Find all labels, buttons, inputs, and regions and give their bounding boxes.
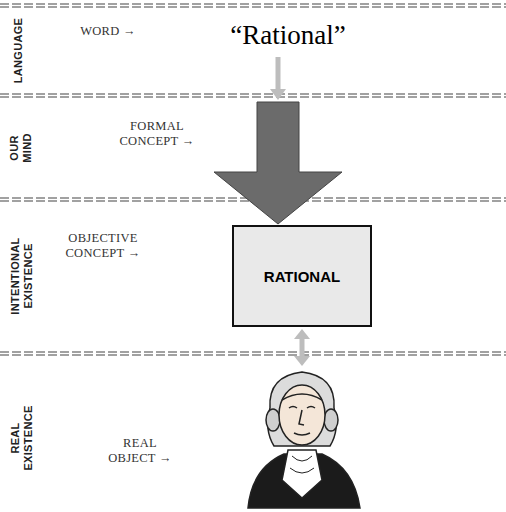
band-label: OUR MIND [8,128,34,168]
band-separators [0,4,506,355]
level-label: OBJECTIVE CONCEPT → [63,231,143,261]
level-label: FORMAL CONCEPT → [119,119,195,149]
band-label: REAL EXISTENCE [9,400,35,476]
concept-arrow [214,102,342,224]
word-text: “Rational” [178,19,398,51]
band-label: LANGUAGE [12,5,25,95]
word-arrow [270,57,286,100]
level-label: WORD → [58,24,158,39]
box-text: RATIONAL [264,268,340,285]
band-label: INTENTIONAL EXISTENCE [9,230,35,322]
level-label: REAL OBJECT → [104,436,176,466]
reference-arrow [294,329,310,366]
concept-box: RATIONAL [232,225,372,327]
portrait-illustration [248,372,360,508]
